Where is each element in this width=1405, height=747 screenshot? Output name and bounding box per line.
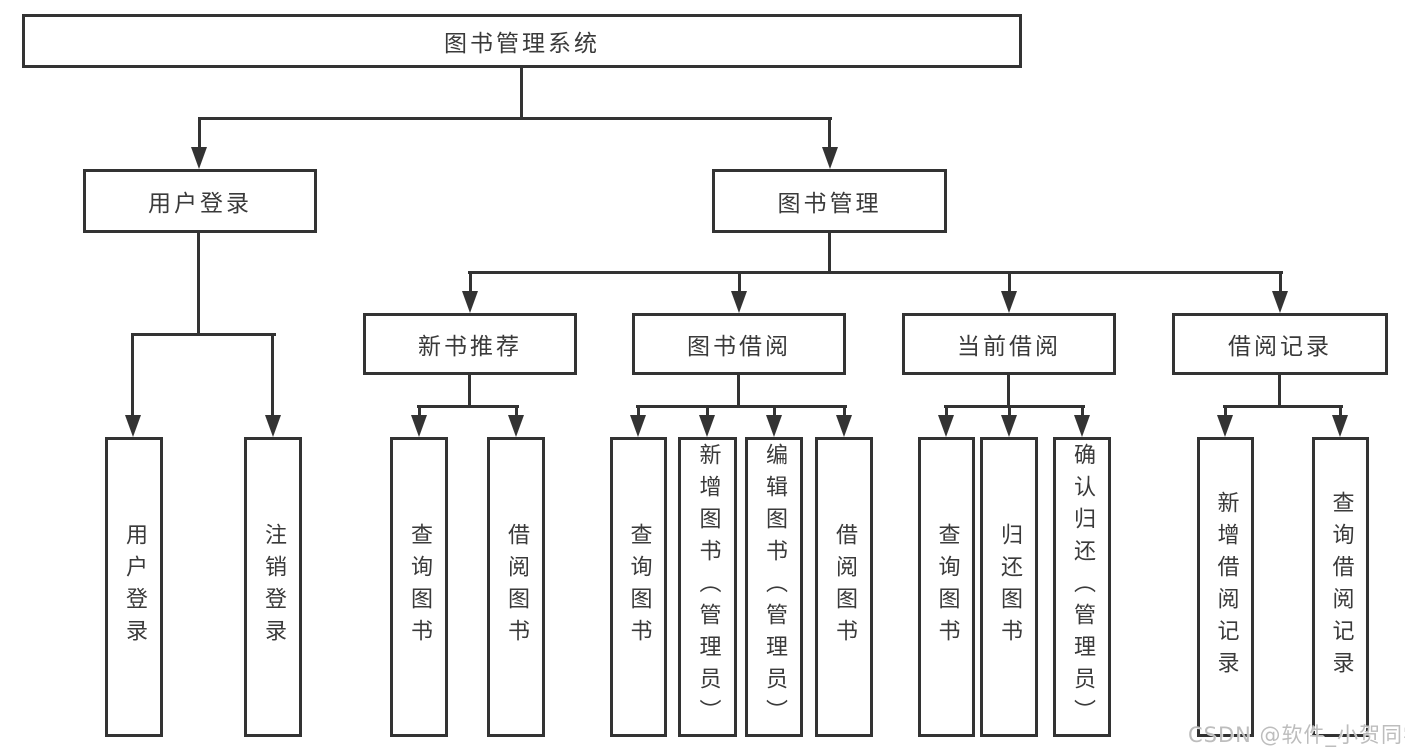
edge-line bbox=[843, 407, 846, 419]
arrow-down-icon bbox=[191, 147, 207, 169]
edge-line bbox=[828, 119, 831, 152]
edge-line bbox=[1008, 273, 1011, 296]
node-current-borrow: 当前借阅 bbox=[902, 313, 1116, 375]
edge-line bbox=[515, 407, 518, 419]
edge-line bbox=[198, 117, 832, 120]
edge-line bbox=[469, 273, 472, 296]
leaf-current-confirm-return-admin: 确认归还（管理员） bbox=[1053, 437, 1111, 737]
edge-line bbox=[1223, 405, 1343, 408]
edge-line bbox=[1081, 407, 1084, 419]
edge-line bbox=[131, 335, 134, 419]
arrow-down-icon bbox=[731, 291, 747, 313]
leaf-user-login: 用户登录 bbox=[105, 437, 163, 737]
arrow-down-icon bbox=[462, 291, 478, 313]
leaf-current-query-books: 查询图书 bbox=[918, 437, 975, 737]
edge-line bbox=[197, 233, 200, 336]
arrow-down-icon bbox=[411, 415, 427, 437]
node-user-login: 用户登录 bbox=[83, 169, 317, 233]
arrow-down-icon bbox=[1001, 291, 1017, 313]
arrow-down-icon bbox=[1001, 415, 1017, 437]
edge-line bbox=[1224, 407, 1227, 419]
edge-line bbox=[468, 271, 1283, 274]
edge-line bbox=[636, 405, 847, 408]
arrow-down-icon bbox=[630, 415, 646, 437]
leaf-records-query-record: 查询借阅记录 bbox=[1312, 437, 1369, 737]
leaf-borrow-add-books-admin: 新增图书（管理员） bbox=[678, 437, 737, 737]
arrow-down-icon bbox=[938, 415, 954, 437]
arrow-down-icon bbox=[699, 415, 715, 437]
arrow-down-icon bbox=[1332, 415, 1348, 437]
edge-line bbox=[1279, 273, 1282, 296]
leaf-logout: 注销登录 bbox=[244, 437, 302, 737]
leaf-records-add-record: 新增借阅记录 bbox=[1197, 437, 1254, 737]
edge-line bbox=[944, 405, 1085, 408]
node-root: 图书管理系统 bbox=[22, 14, 1022, 68]
node-borrow-records: 借阅记录 bbox=[1172, 313, 1388, 375]
edge-line bbox=[418, 407, 421, 419]
leaf-current-return-books: 归还图书 bbox=[980, 437, 1038, 737]
edge-line bbox=[738, 273, 741, 296]
edge-line bbox=[417, 405, 519, 408]
leaf-borrow-borrow-books: 借阅图书 bbox=[815, 437, 873, 737]
edge-line bbox=[131, 333, 276, 336]
node-new-book-recommend: 新书推荐 bbox=[363, 313, 577, 375]
arrow-down-icon bbox=[822, 147, 838, 169]
edge-line bbox=[828, 233, 831, 274]
arrow-down-icon bbox=[1272, 291, 1288, 313]
leaf-borrow-edit-books-admin: 编辑图书（管理员） bbox=[745, 437, 803, 737]
edge-line bbox=[520, 68, 523, 119]
arrow-down-icon bbox=[1217, 415, 1233, 437]
leaf-newbook-borrow-books: 借阅图书 bbox=[487, 437, 545, 737]
arrow-down-icon bbox=[766, 415, 782, 437]
arrow-down-icon bbox=[836, 415, 852, 437]
edge-line bbox=[773, 407, 776, 419]
edge-line bbox=[737, 375, 740, 408]
arrow-down-icon bbox=[265, 415, 281, 437]
arrow-down-icon bbox=[508, 415, 524, 437]
node-book-borrow: 图书借阅 bbox=[632, 313, 846, 375]
node-book-management: 图书管理 bbox=[712, 169, 947, 233]
leaf-borrow-query-books: 查询图书 bbox=[610, 437, 667, 737]
edge-line bbox=[1008, 407, 1011, 419]
arrow-down-icon bbox=[125, 415, 141, 437]
edge-line bbox=[468, 375, 471, 408]
edge-line bbox=[1007, 375, 1010, 408]
edge-line bbox=[198, 119, 201, 152]
watermark: CSDN @软件_小贺同学 bbox=[1188, 723, 1405, 747]
edge-line bbox=[706, 407, 709, 419]
edge-line bbox=[1278, 375, 1281, 408]
leaf-newbook-query-books: 查询图书 bbox=[390, 437, 448, 737]
arrow-down-icon bbox=[1074, 415, 1090, 437]
edge-line bbox=[1339, 407, 1342, 419]
edge-line bbox=[637, 407, 640, 419]
edge-line bbox=[271, 335, 274, 419]
edge-line bbox=[945, 407, 948, 419]
